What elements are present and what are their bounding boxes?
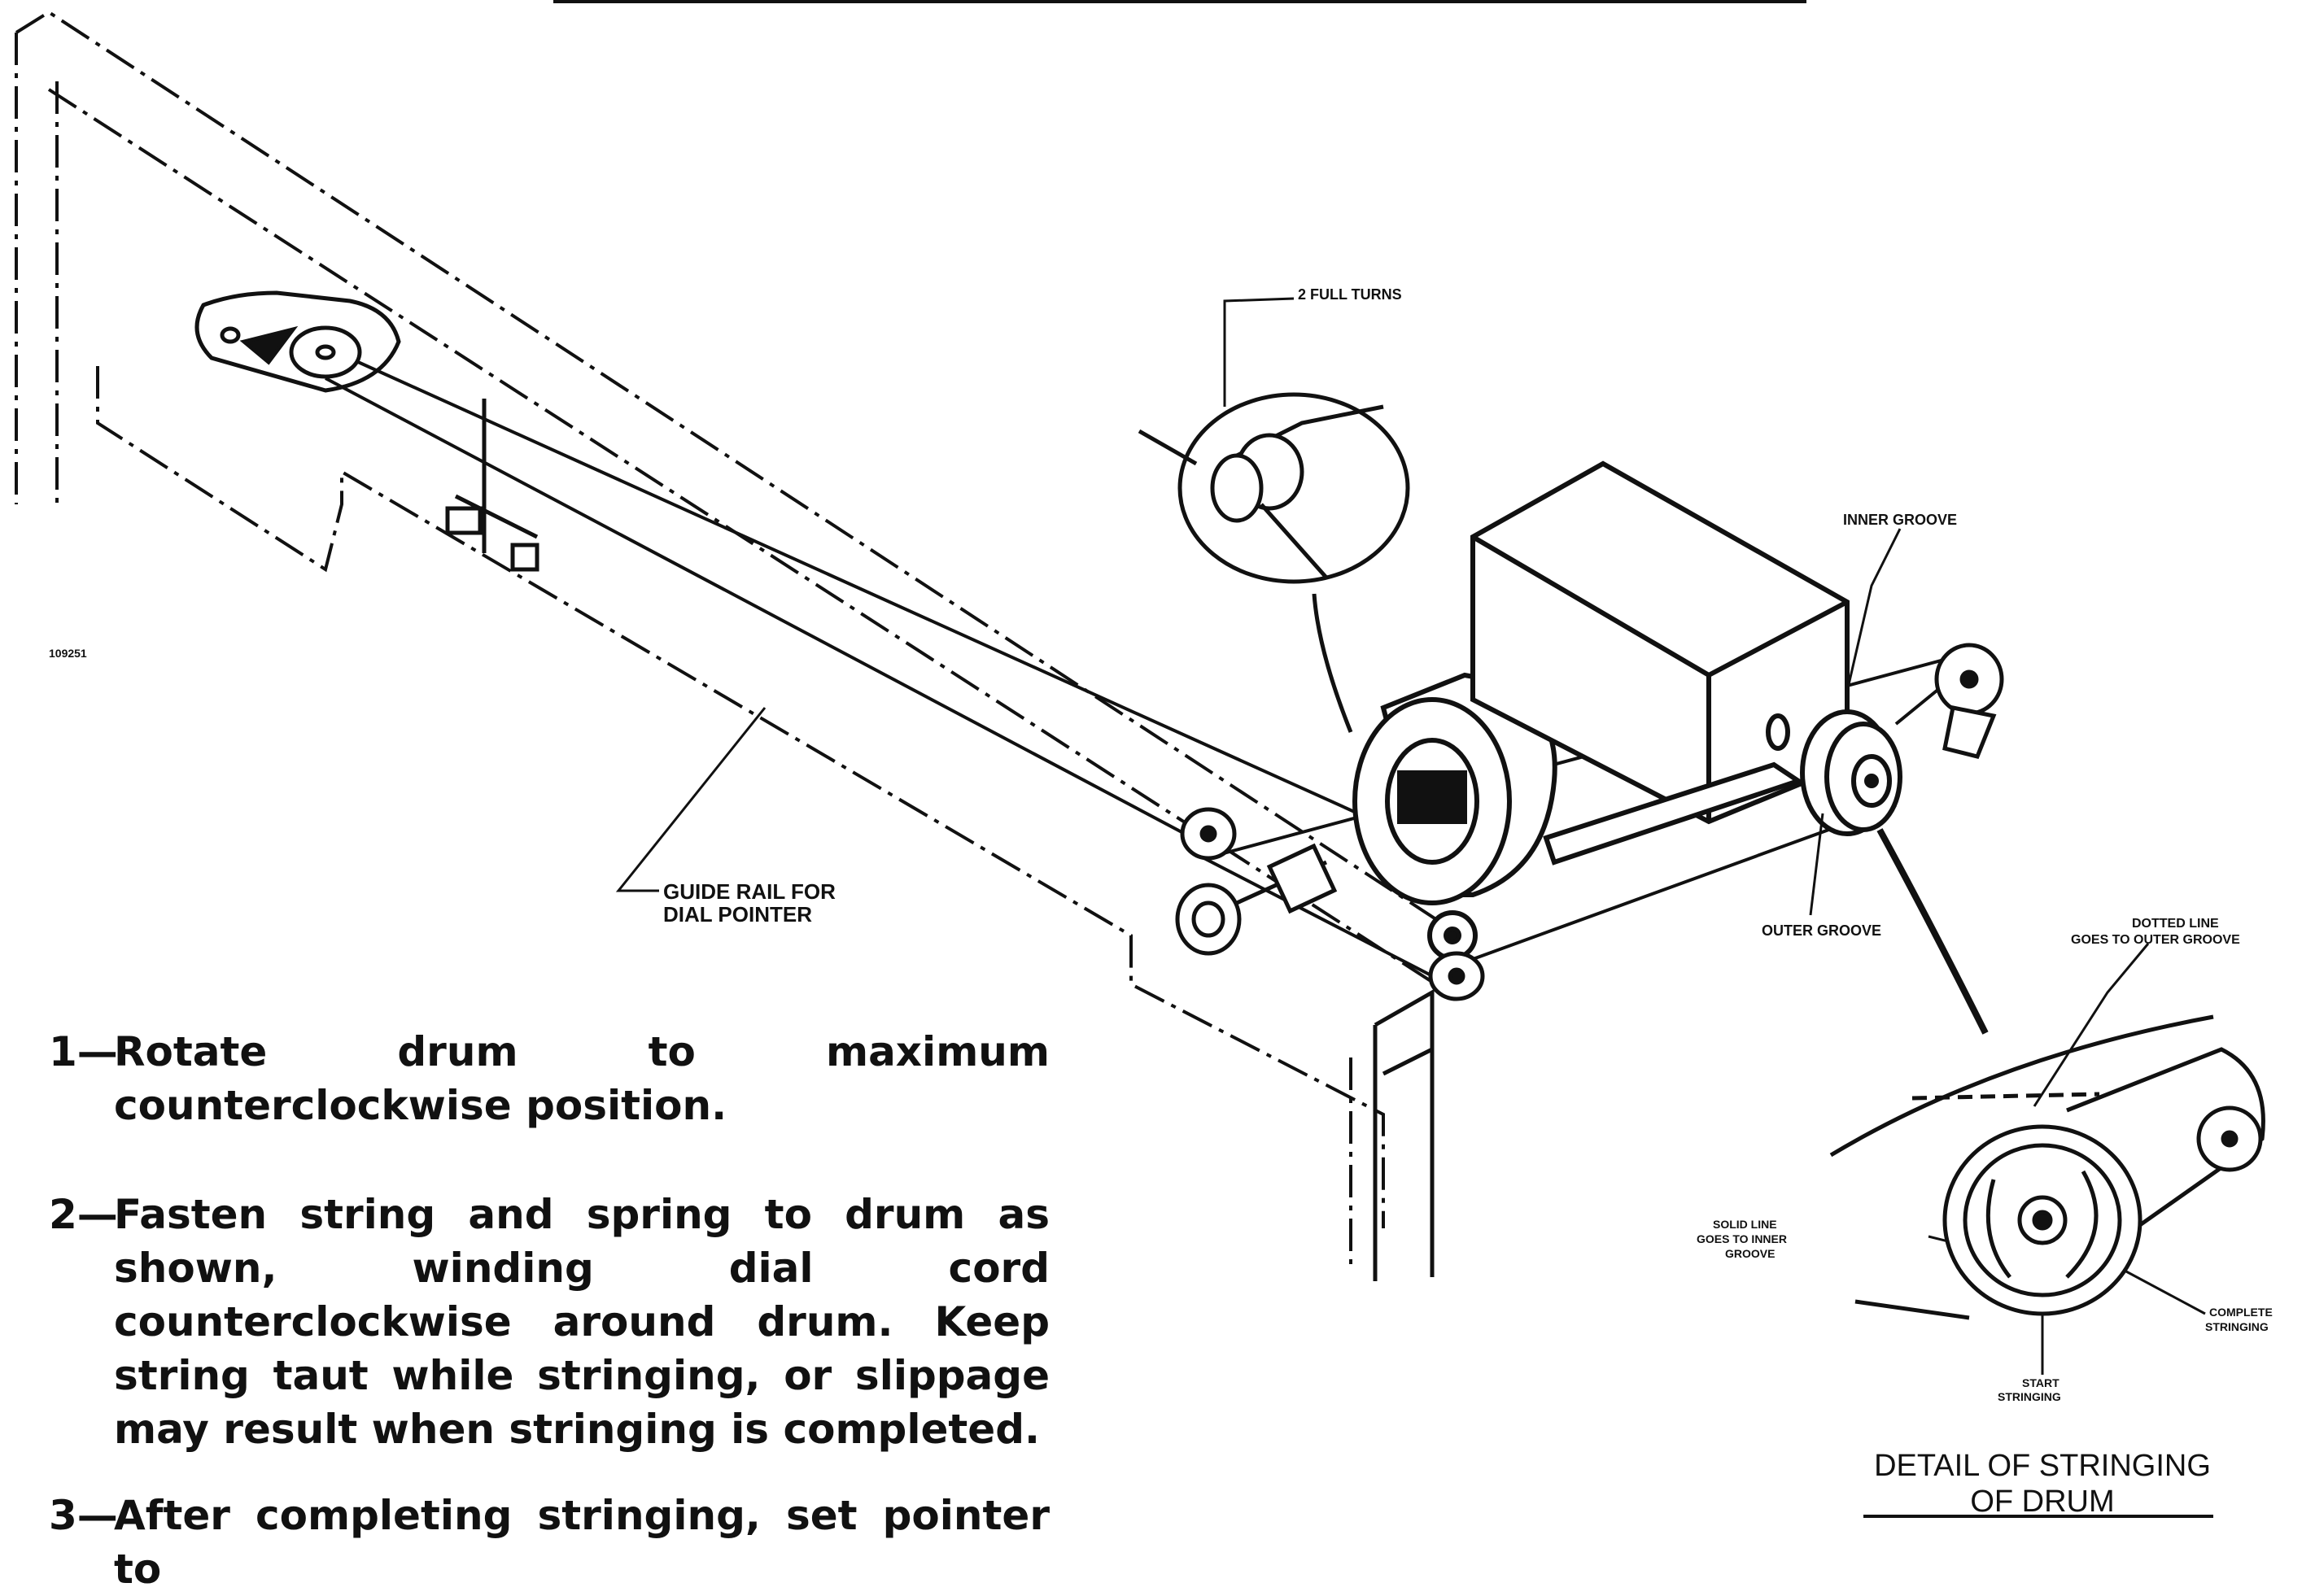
label-solid-line-3: GROOVE — [1725, 1247, 1775, 1260]
label-full-turns: 2 FULL TURNS — [1298, 286, 1402, 303]
instruction-step-2: 2— Fasten string and spring to drum as s… — [49, 1188, 1050, 1456]
label-complete-1: COMPLETE — [2209, 1306, 2273, 1319]
step-number: 1— — [49, 1028, 118, 1075]
dial-cord-stringing-diagram: 2 FULL TURNS INNER GROOVE OUTER GROOVE G… — [15, 10, 2273, 1403]
step-text: Rotate drum to maximum counterclockwise … — [114, 1028, 1050, 1129]
tuning-drum — [1352, 672, 1557, 961]
turns-detail-inset — [1138, 392, 1410, 733]
dial-pointer — [445, 399, 539, 572]
diagram-labels: 2 FULL TURNS INNER GROOVE OUTER GROOVE G… — [49, 286, 2273, 1403]
label-complete-2: STRINGING — [2205, 1320, 2269, 1333]
gang-capacitor — [1470, 460, 1850, 866]
label-outer-groove: OUTER GROOVE — [1762, 922, 1881, 939]
label-guide-rail-2: DIAL POINTER — [663, 902, 812, 927]
leader-lines — [615, 297, 2206, 1375]
caption-line-2: OF DRUM — [1970, 1485, 2115, 1519]
step-number: 2— — [49, 1191, 118, 1238]
label-dotted-line-2: GOES TO OUTER GROOVE — [2071, 933, 2240, 947]
left-pulley-bracket — [194, 290, 401, 393]
stringing-detail — [1829, 1014, 2265, 1320]
cabinet-outline — [15, 10, 1450, 1269]
detail-caption: DETAIL OF STRINGING OF DRUM — [1831, 1448, 2254, 1520]
label-start-1: START — [2022, 1376, 2059, 1389]
vertical-bracket — [1373, 988, 1435, 1281]
caption-rule — [1863, 1515, 2213, 1518]
label-dotted-line-1: DOTTED LINE — [2132, 917, 2219, 931]
label-solid-line-1: SOLID LINE — [1713, 1218, 1777, 1231]
idler-pulleys — [1175, 807, 1485, 1001]
instruction-step-1: 1— Rotate drum to maximum counterclockwi… — [49, 1025, 1050, 1132]
caption-line-1: DETAIL OF STRINGING — [1874, 1449, 2211, 1483]
label-solid-line-2: GOES TO INNER — [1697, 1232, 1787, 1245]
label-inner-groove: INNER GROOVE — [1843, 512, 1957, 528]
step-text: Fasten string and spring to drum as show… — [114, 1191, 1050, 1453]
right-pulley-bracket — [1934, 643, 2004, 759]
step-number: 3— — [49, 1492, 118, 1539]
label-start-2: STRINGING — [1998, 1390, 2061, 1403]
instruction-step-3: 3— After completing stringing, set point… — [49, 1489, 1050, 1596]
step-text: After completing stringing, set pointer … — [114, 1492, 1050, 1593]
capacitor-drum — [1766, 709, 1902, 836]
top-rule — [553, 0, 1806, 3]
label-guide-rail-1: GUIDE RAIL FOR — [663, 879, 836, 904]
figure-code: 109251 — [49, 647, 87, 660]
